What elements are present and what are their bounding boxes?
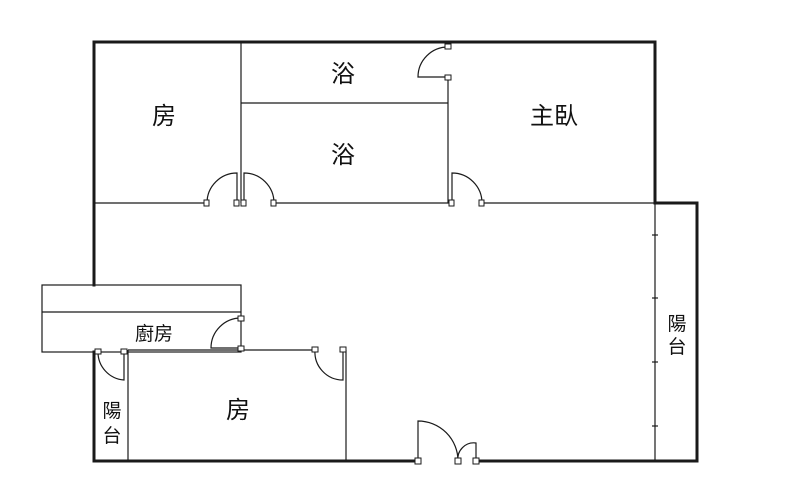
room-label-balcony-left-1: 陽 [102, 400, 121, 422]
door-bathroom-lower [240, 172, 277, 207]
door-bedroom-top-left [203, 172, 240, 207]
room-label-balcony-left-2: 台 [102, 425, 121, 447]
door-entrance [414, 420, 480, 465]
interior-walls [94, 42, 656, 461]
door-bedroom-bottom [311, 346, 347, 381]
room-label-bath-lower: 浴 [331, 141, 355, 169]
outer-walls [92, 40, 699, 463]
door-bathroom-upper [417, 43, 452, 81]
room-label-bedroom-bottom: 房 [226, 396, 250, 424]
room-label-balcony-right-1: 陽 [667, 313, 686, 335]
door-kitchen [210, 315, 245, 352]
room-label-balcony-right-2: 台 [667, 336, 686, 358]
door-balcony-left [94, 348, 128, 381]
room-label-bath-upper: 浴 [331, 60, 355, 88]
room-label-kitchen: 廚房 [135, 322, 173, 345]
room-label-bedroom-top-left: 房 [152, 102, 176, 130]
room-label-master-bedroom: 主臥 [530, 102, 578, 130]
balcony-railing [652, 234, 658, 427]
door-master-bedroom [448, 172, 485, 207]
